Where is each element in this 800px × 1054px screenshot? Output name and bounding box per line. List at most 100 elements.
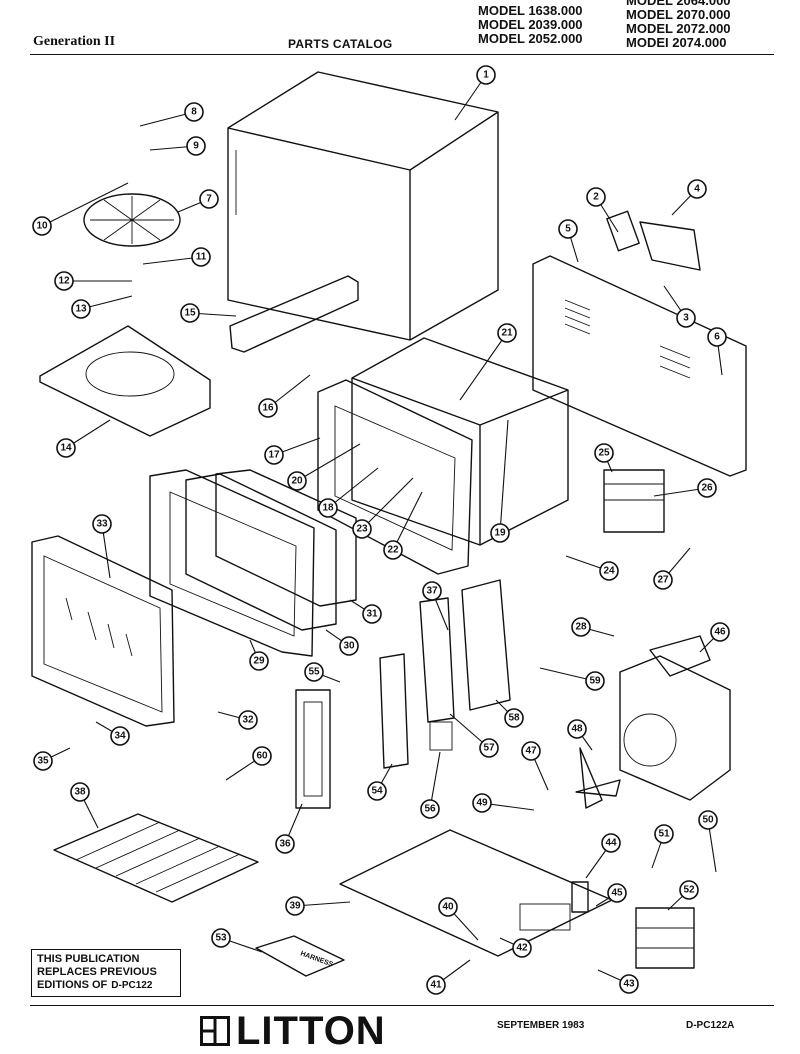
- callout-number: 31: [366, 609, 378, 620]
- callout-circle: [476, 65, 496, 85]
- part-door-outer-panel: [31, 535, 175, 727]
- document-code: D-PC122A: [686, 1020, 735, 1031]
- callout-circle: [479, 738, 499, 758]
- callout-circle: [33, 751, 53, 771]
- model-number: MODEL 2070.000: [626, 7, 731, 22]
- callout-24: 24: [599, 561, 619, 581]
- part-harness: HARNESS: [255, 935, 345, 977]
- callout-circle: [490, 523, 510, 543]
- model-number: MODEL 2052.000: [478, 31, 583, 46]
- callout-circle: [367, 781, 387, 801]
- model-number: MODEL 1638.000: [478, 3, 583, 18]
- callout-number: 30: [343, 641, 355, 652]
- part-back-panel: [532, 255, 747, 477]
- callout-circle: [304, 662, 324, 682]
- callout-leader-22: [392, 491, 423, 551]
- callout-number: 36: [279, 839, 291, 850]
- callout-number: 48: [571, 724, 583, 735]
- callout-number: 53: [215, 933, 227, 944]
- footer-rule: [30, 1005, 774, 1006]
- callout-circle: [32, 216, 52, 236]
- callout-number: 46: [714, 627, 726, 638]
- callout-circle: [71, 299, 91, 319]
- callout-number: 57: [483, 743, 495, 754]
- callout-53: 53: [211, 928, 231, 948]
- callout-number: 4: [694, 184, 700, 195]
- callout-circle: [285, 896, 305, 916]
- callout-circle: [619, 974, 639, 994]
- callout-number: 41: [430, 980, 442, 991]
- callout-number: 13: [75, 304, 87, 315]
- callout-number: 56: [424, 804, 436, 815]
- callout-number: 12: [58, 276, 70, 287]
- callout-circle: [426, 975, 446, 995]
- publication-notice: THIS PUBLICATION REPLACES PREVIOUS EDITI…: [31, 949, 181, 997]
- callout-circle: [54, 271, 74, 291]
- callout-number: 44: [605, 838, 617, 849]
- callout-number: 1: [483, 70, 489, 81]
- callout-number: 54: [371, 786, 383, 797]
- model-number: MODEL 2039.000: [478, 17, 583, 32]
- callout-circle: [607, 883, 627, 903]
- part-front-plate: [317, 379, 473, 575]
- callout-leader-21: [459, 332, 508, 401]
- callout-circle: [383, 540, 403, 560]
- part-oven-cavity: [351, 337, 569, 546]
- callout-1: 1: [476, 65, 496, 85]
- callout-circle: [352, 519, 372, 539]
- callout-number: 50: [702, 815, 714, 826]
- publication-date: SEPTEMBER 1983: [497, 1020, 585, 1031]
- callout-49: 49: [472, 793, 492, 813]
- callout-30: 30: [339, 636, 359, 656]
- callout-46: 46: [710, 622, 730, 642]
- callout-11: 11: [191, 247, 211, 267]
- callout-54: 54: [367, 781, 387, 801]
- callout-circle: [687, 179, 707, 199]
- callout-number: 18: [322, 503, 334, 514]
- part-door-frame: [149, 469, 315, 657]
- callout-35: 35: [33, 751, 53, 771]
- callout-12: 12: [54, 271, 74, 291]
- callout-number: 51: [658, 829, 670, 840]
- callout-circle: [654, 824, 674, 844]
- callout-circle: [567, 719, 587, 739]
- callout-number: 21: [501, 328, 513, 339]
- callout-circle: [653, 570, 673, 590]
- callout-39: 39: [285, 896, 305, 916]
- callout-number: 43: [623, 979, 635, 990]
- callout-number: 19: [494, 528, 506, 539]
- callout-number: 17: [268, 450, 280, 461]
- callout-19: 19: [490, 523, 510, 543]
- callout-circle: [497, 323, 517, 343]
- callout-circle: [264, 445, 284, 465]
- callout-number: 15: [184, 308, 196, 319]
- callout-29: 29: [249, 651, 269, 671]
- callout-59: 59: [585, 671, 605, 691]
- callout-55: 55: [304, 662, 324, 682]
- callout-23: 23: [352, 519, 372, 539]
- part-fan-motor-housing: [619, 635, 731, 801]
- callout-number: 59: [589, 676, 601, 687]
- callout-50: 50: [698, 810, 718, 830]
- callout-number: 24: [603, 566, 615, 577]
- callout-circle: [472, 793, 492, 813]
- callout-32: 32: [238, 710, 258, 730]
- callout-number: 2: [593, 192, 599, 203]
- callout-circle: [599, 561, 619, 581]
- callout-number: 33: [96, 519, 108, 530]
- callout-48: 48: [567, 719, 587, 739]
- callout-15: 15: [180, 303, 200, 323]
- series-title: Generation II: [33, 34, 116, 49]
- header-rule: [30, 54, 774, 55]
- callout-60: 60: [252, 746, 272, 766]
- callout-20: 20: [287, 471, 307, 491]
- callout-circle: [258, 398, 278, 418]
- callout-number: 11: [196, 252, 207, 263]
- callout-number: 8: [191, 107, 197, 118]
- callout-circle: [110, 726, 130, 746]
- callout-number: 60: [256, 751, 268, 762]
- callout-number: 9: [193, 141, 199, 152]
- callout-18: 18: [318, 498, 338, 518]
- callout-33: 33: [92, 514, 112, 534]
- callout-leader-18: [327, 467, 379, 509]
